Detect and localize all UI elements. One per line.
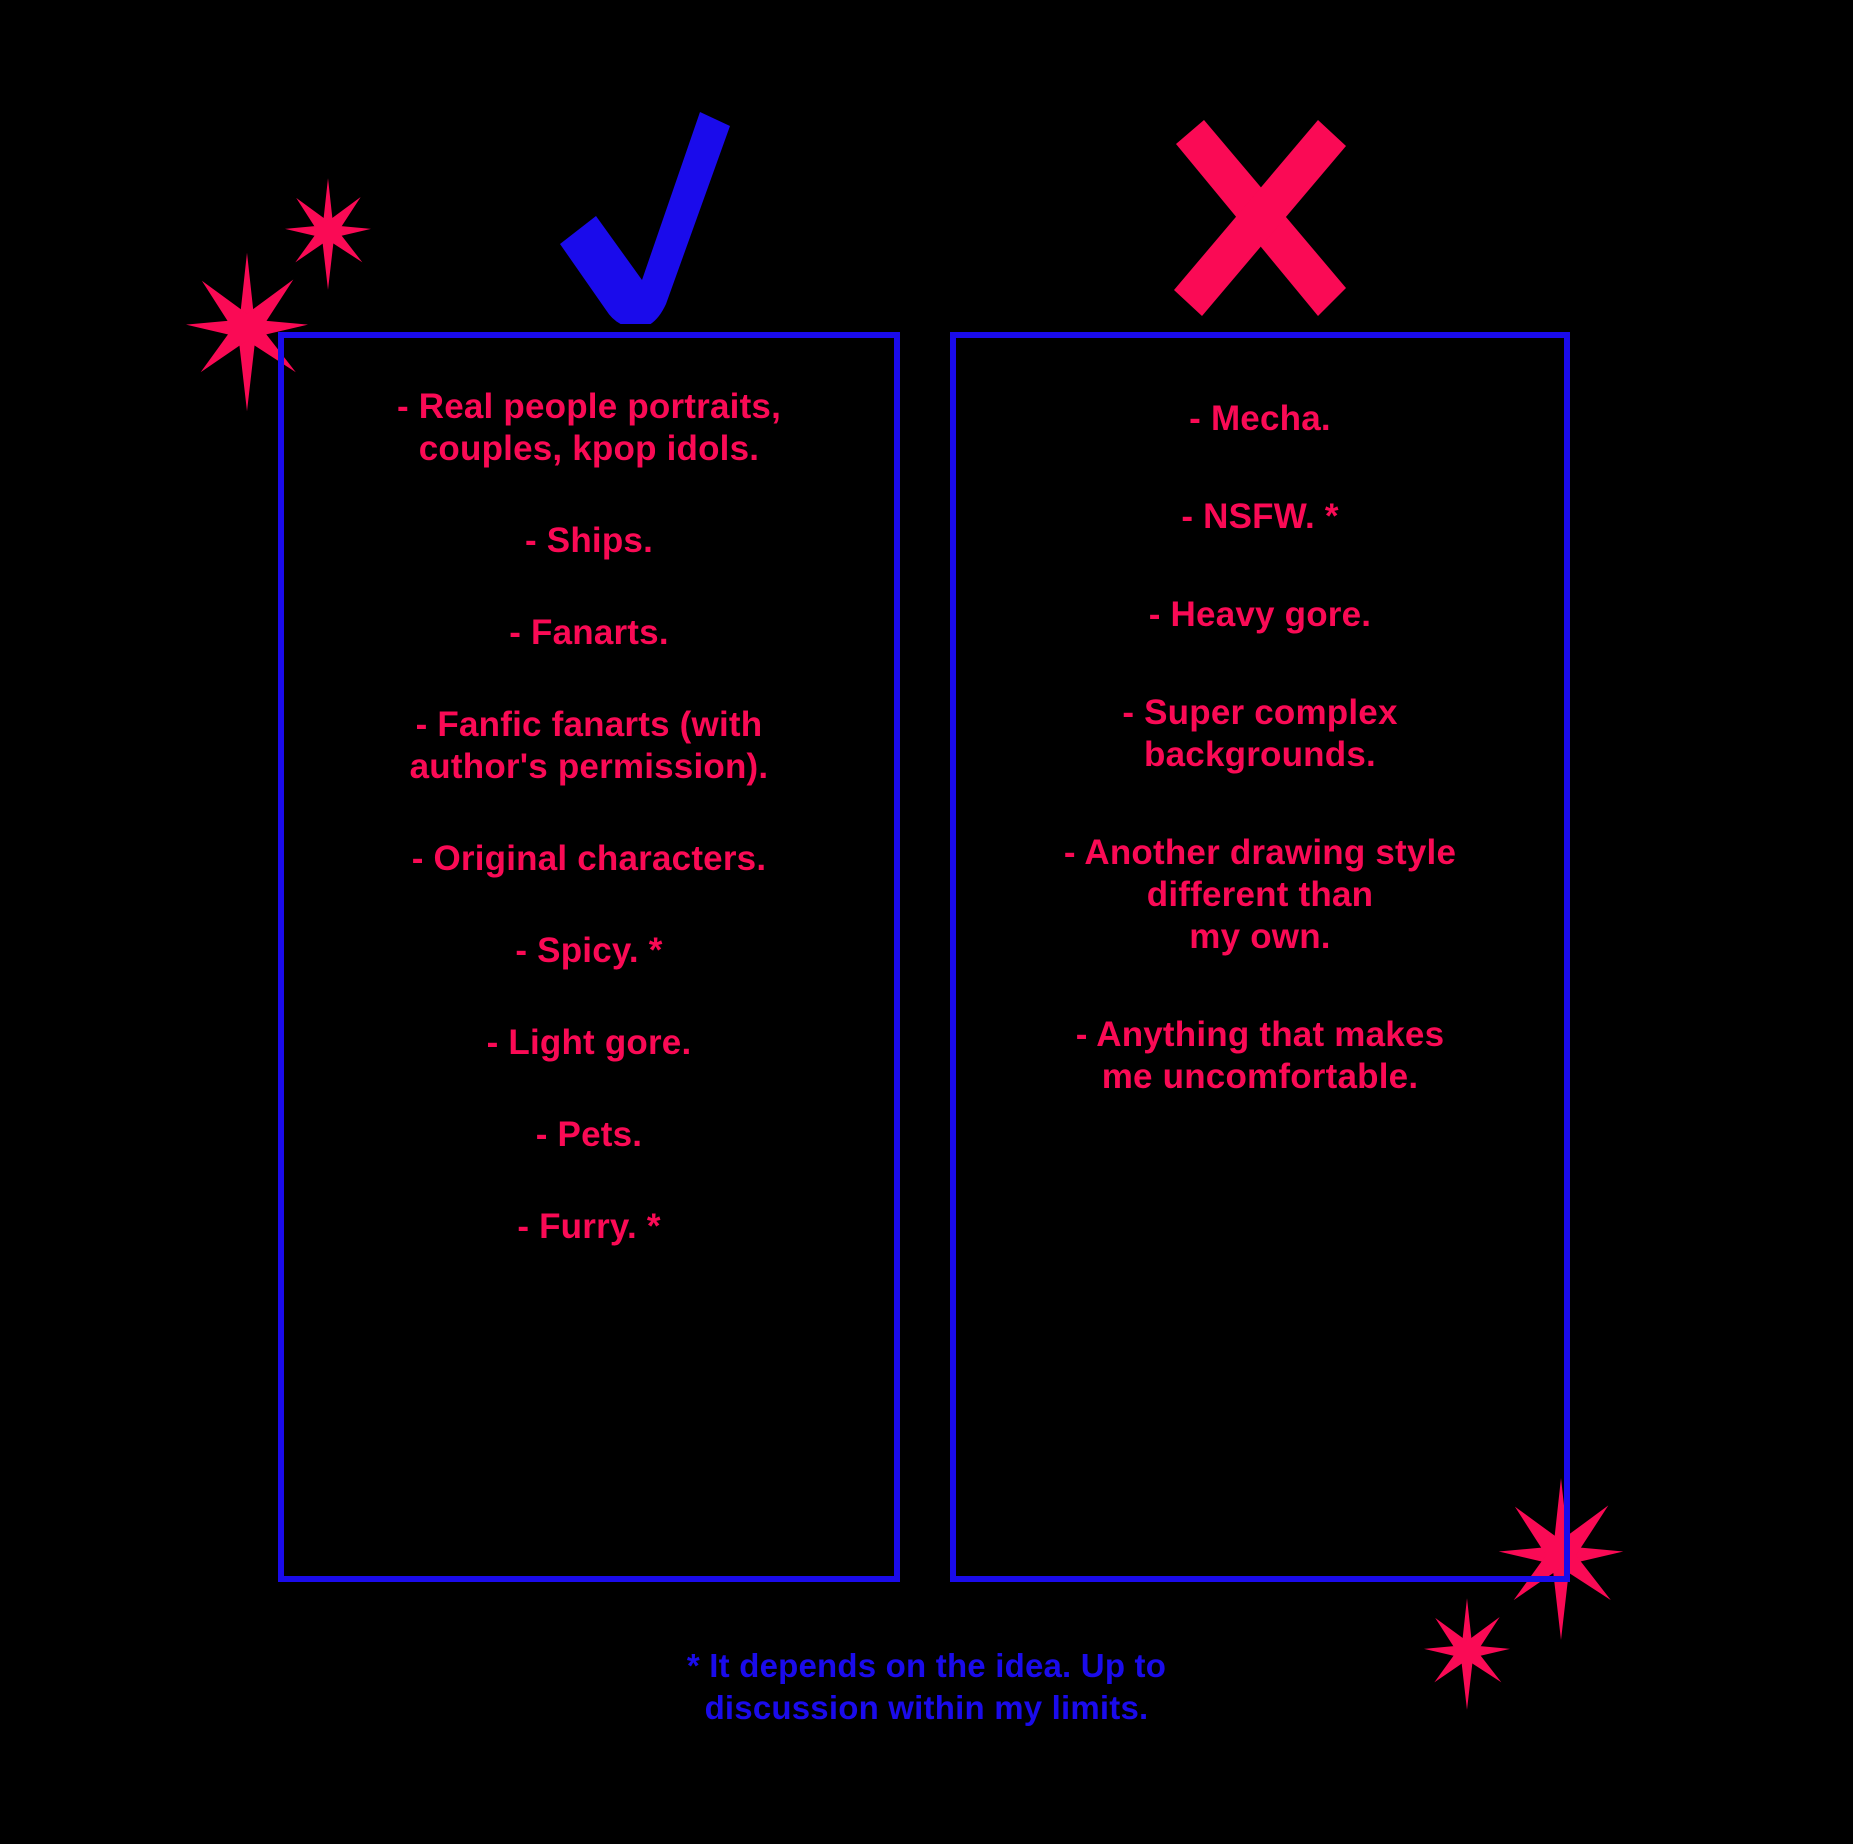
allowed-list-panel: - Real people portraits, couples, kpop i…	[278, 332, 900, 1582]
list-item: - Anything that makes me uncomfortable.	[1075, 1015, 1445, 1096]
sparkle-star-icon	[1424, 1596, 1510, 1712]
sparkle-star-icon	[186, 252, 308, 412]
list-item: - Spicy. *	[515, 931, 663, 970]
list-item: - Furry. *	[517, 1207, 661, 1246]
not-allowed-list: - Mecha. - NSFW. * - Heavy gore. - Super…	[956, 398, 1564, 1154]
list-item: - Real people portraits, couples, kpop i…	[396, 387, 782, 468]
list-item: - Original characters.	[411, 839, 767, 878]
allowed-list: - Real people portraits, couples, kpop i…	[284, 386, 894, 1298]
list-item: - Another drawing style different than m…	[1063, 833, 1457, 956]
list-item: - Pets.	[535, 1115, 643, 1154]
list-item: - Ships.	[525, 521, 653, 560]
checkmark-icon	[540, 104, 730, 324]
list-item: - Heavy gore.	[1148, 595, 1372, 634]
list-item: - Light gore.	[486, 1023, 692, 1062]
footnote-text: * It depends on the idea. Up to discussi…	[686, 1647, 1167, 1727]
cross-icon	[1170, 120, 1350, 316]
list-item: - NSFW. *	[1181, 497, 1339, 536]
list-item: - Fanarts.	[509, 613, 669, 652]
not-allowed-list-panel: - Mecha. - NSFW. * - Heavy gore. - Super…	[950, 332, 1570, 1582]
list-item: - Super complex backgrounds.	[1122, 693, 1398, 774]
list-item: - Mecha.	[1189, 399, 1331, 438]
sparkle-star-icon	[285, 178, 371, 290]
list-item: - Fanfic fanarts (with author's permissi…	[409, 705, 769, 786]
